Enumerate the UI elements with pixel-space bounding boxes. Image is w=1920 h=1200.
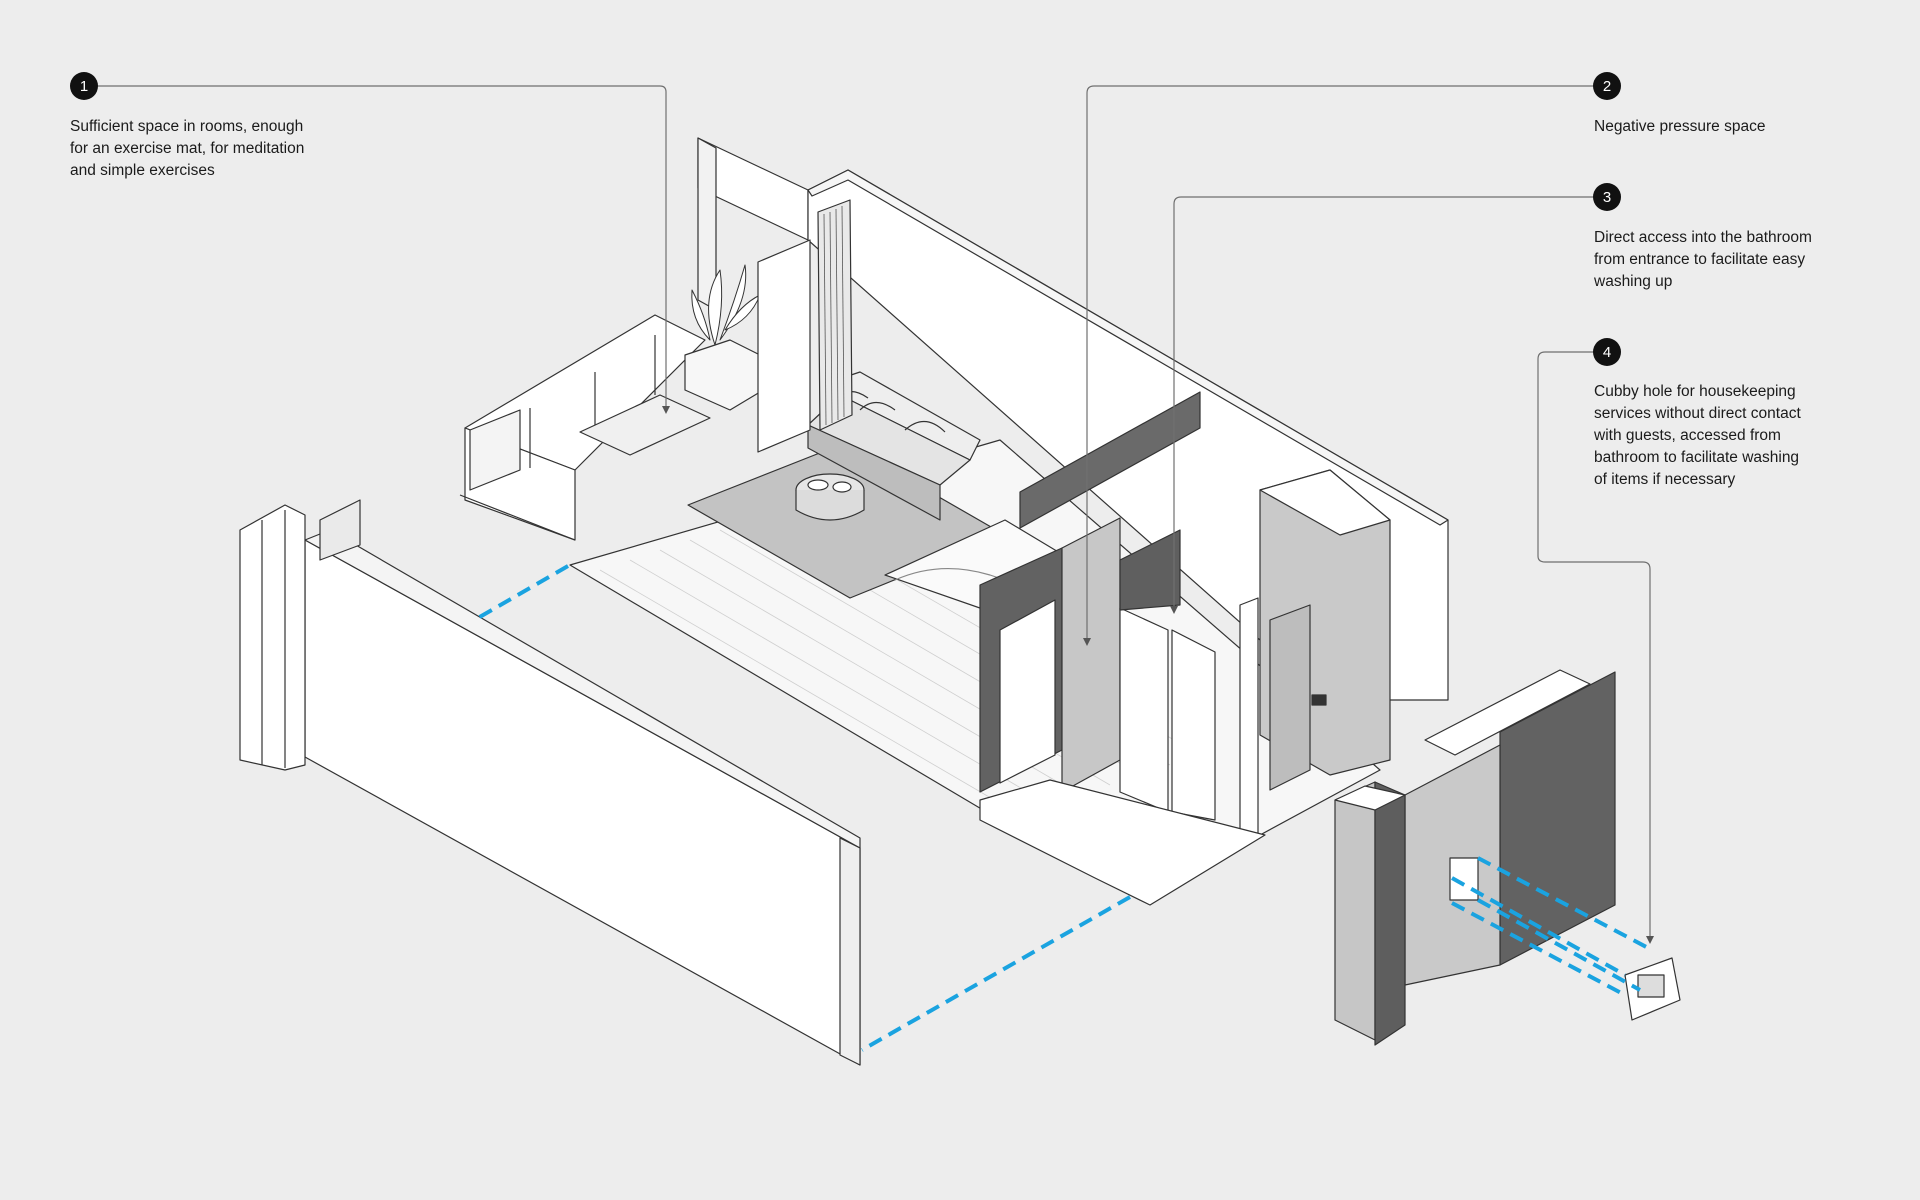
badge-1: 1 (70, 72, 98, 100)
base-slab (979, 779, 1266, 906)
annotation-4-text: Cubby hole for housekeeping services wit… (1594, 383, 1801, 488)
glass-door (757, 239, 811, 453)
bathroom-back-wall (1269, 604, 1311, 791)
sliding-door-left (1119, 607, 1169, 813)
badge-2-number: 2 (1603, 78, 1611, 95)
leader-lines (97, 85, 1651, 938)
leader-arrowheads (662, 406, 1654, 944)
back-right-wall-top (807, 169, 1449, 526)
badge-4: 4 (1593, 338, 1621, 366)
annotation-3-text: Direct access into the bathroom from ent… (1594, 229, 1812, 290)
badge-1-circle (70, 72, 98, 100)
leader-line-2 (1086, 85, 1594, 640)
bathroom-tub-top (1259, 469, 1391, 536)
guide-line-lower (861, 895, 1131, 1052)
sofa-front (807, 424, 941, 521)
badge-3: 3 (1593, 183, 1621, 211)
room-model (239, 137, 1681, 1066)
badge-2-circle (1593, 72, 1621, 100)
explosion-guides (476, 564, 1653, 1052)
annotation-1-text: Sufficient space in rooms, enough for an… (70, 118, 305, 179)
cubby-top-slab (1424, 669, 1591, 756)
cubby-column-light (1334, 781, 1376, 1041)
arrowhead-2 (1083, 638, 1091, 646)
cubby-guide-3 (1451, 901, 1626, 997)
annotation-2-text: Negative pressure space (1594, 118, 1766, 135)
badge-3-circle (1593, 183, 1621, 211)
arrowhead-3 (1170, 606, 1178, 614)
cubby-column-top (1334, 785, 1406, 811)
shower-control (1311, 694, 1327, 706)
cubby-guide-1 (1477, 856, 1653, 952)
sliding-door-right (1171, 629, 1216, 821)
exercise-mat (579, 394, 711, 456)
table-bowl-2 (832, 481, 852, 493)
curtain (817, 199, 853, 431)
badge-1-number: 1 (80, 78, 88, 95)
cubby-guide-4 (1477, 898, 1641, 992)
badge-3-number: 3 (1603, 189, 1611, 206)
entrance-door (999, 599, 1056, 784)
cubby-box-inner (1637, 974, 1665, 998)
partition-dark-top (1019, 391, 1201, 529)
badge-2: 2 (1593, 72, 1621, 100)
bathroom-dark-edge (1119, 529, 1181, 611)
post (1239, 597, 1259, 843)
leader-line-4 (1537, 351, 1651, 938)
arrowhead-1 (662, 406, 670, 414)
cubby-guide-2 (1451, 876, 1626, 977)
planter-box (684, 339, 761, 411)
leader-line-3 (1173, 196, 1594, 608)
badge-4-number: 4 (1603, 344, 1611, 361)
exploded-curtain (319, 499, 361, 561)
exploded-wall-edge (839, 837, 861, 1066)
plant-leaves (691, 264, 761, 346)
badge-4-circle (1593, 338, 1621, 366)
exploded-pillar (239, 504, 306, 771)
leader-line-1 (97, 85, 667, 408)
arrowhead-4 (1646, 936, 1654, 944)
cubby-column-dark (1374, 781, 1406, 1046)
negative-pressure-panel (1061, 517, 1121, 793)
guide-line-upper (476, 564, 570, 620)
window-frames (469, 409, 521, 491)
table-bowl-1 (807, 479, 829, 491)
coffee-table-side (795, 490, 865, 521)
